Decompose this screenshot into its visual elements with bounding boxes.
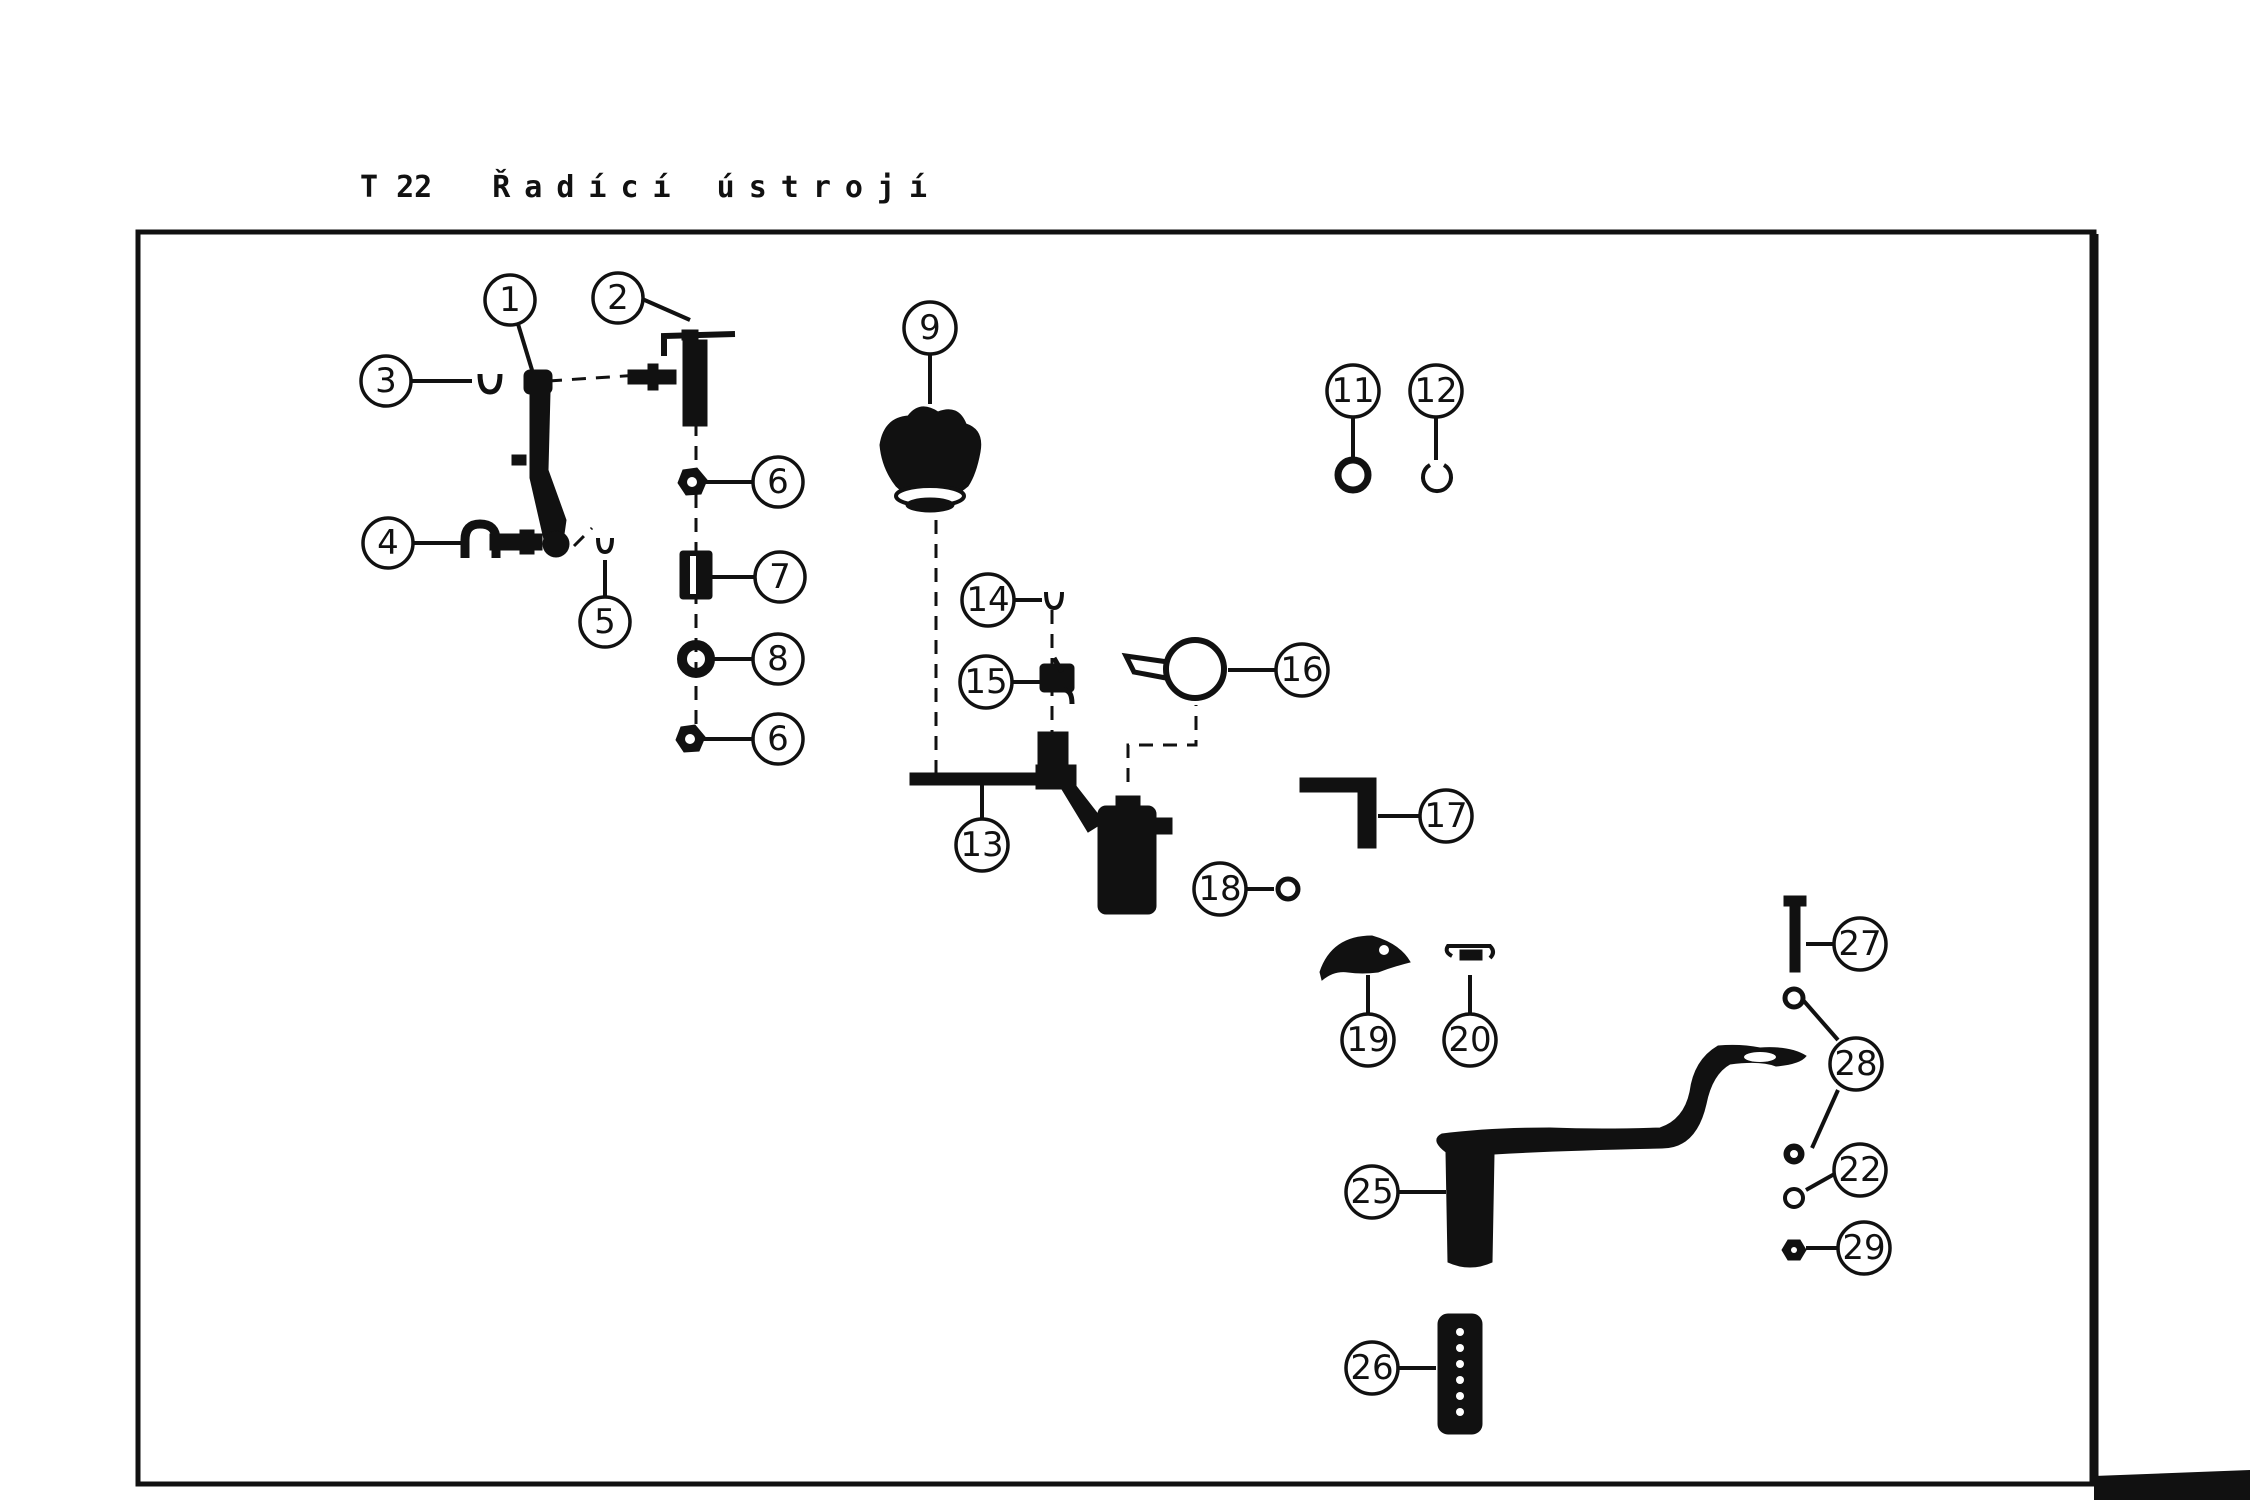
callout-5: 5 — [578, 595, 632, 649]
svg-text:12: 12 — [1414, 371, 1457, 411]
part-6-nut — [675, 467, 708, 753]
callout-13: 13 — [954, 817, 1010, 873]
part-25-gear-pedal — [1436, 1044, 1807, 1268]
callout-26: 26 — [1344, 1340, 1400, 1396]
callout-14: 14 — [960, 572, 1016, 628]
callout-7: 7 — [753, 550, 807, 604]
callout-18: 18 — [1192, 861, 1248, 917]
svg-text:25: 25 — [1350, 1172, 1393, 1212]
callout-20: 20 — [1442, 1012, 1498, 1068]
part-12-circlip — [1421, 463, 1453, 494]
callout-28: 28 — [1828, 1036, 1884, 1092]
svg-text:18: 18 — [1198, 869, 1241, 909]
callout-6a: 6 — [751, 455, 805, 509]
svg-text:14: 14 — [966, 580, 1009, 620]
part-20-spring — [1444, 944, 1495, 961]
part-28-washer — [1782, 986, 1806, 1165]
callout-6b: 6 — [751, 712, 805, 766]
part-2-bracket-pin — [627, 329, 736, 427]
svg-text:6: 6 — [767, 719, 789, 759]
svg-text:15: 15 — [964, 662, 1007, 702]
page-edge-shadow — [2094, 1470, 2250, 1500]
svg-text:6: 6 — [767, 462, 789, 502]
svg-text:4: 4 — [377, 523, 399, 563]
callout-3: 3 — [359, 354, 413, 408]
part-14-clip — [1044, 591, 1064, 611]
part-11-washer — [1334, 456, 1372, 494]
callout-16: 16 — [1274, 642, 1330, 698]
callout-17: 17 — [1418, 788, 1474, 844]
part-26-pedal-rubber — [1437, 1313, 1483, 1435]
svg-text:13: 13 — [960, 825, 1003, 865]
part-5-clip — [596, 537, 614, 555]
callout-12: 12 — [1408, 363, 1464, 419]
part-1-shift-lever — [511, 369, 570, 558]
callout-2: 2 — [591, 271, 645, 325]
svg-text:17: 17 — [1424, 796, 1467, 836]
part-9-knob — [879, 406, 982, 513]
part-19-pawl — [1319, 935, 1411, 981]
callout-9: 9 — [902, 300, 958, 356]
svg-text:26: 26 — [1350, 1348, 1393, 1388]
callout-22: 22 — [1832, 1142, 1888, 1198]
part-16-spring-ring — [1121, 637, 1227, 701]
part-7-bushing — [679, 550, 713, 600]
svg-text:22: 22 — [1838, 1150, 1881, 1190]
part-4-clevis — [460, 519, 543, 558]
callout-27: 27 — [1832, 916, 1888, 972]
callout-29: 29 — [1836, 1220, 1892, 1276]
part-15-clamp — [1039, 656, 1075, 705]
callout-11: 11 — [1325, 363, 1381, 419]
part-29-nut — [1781, 1239, 1807, 1261]
page-header: T 22 Řadící ústrojí — [360, 170, 941, 205]
part-3-clip — [477, 373, 503, 395]
svg-text:8: 8 — [767, 639, 789, 679]
svg-text:27: 27 — [1838, 924, 1881, 964]
svg-text:1: 1 — [499, 280, 521, 320]
svg-text:16: 16 — [1280, 650, 1323, 690]
figure-title: Řadící ústrojí — [492, 170, 942, 205]
callout-4: 4 — [361, 516, 415, 570]
part-8-washer — [677, 640, 715, 678]
svg-text:9: 9 — [919, 308, 941, 348]
callout-15: 15 — [958, 654, 1014, 710]
figure-code: T 22 — [360, 170, 433, 205]
callout-8: 8 — [751, 632, 805, 686]
svg-text:19: 19 — [1346, 1020, 1389, 1060]
svg-text:5: 5 — [594, 602, 616, 642]
part-22-washer — [1783, 1187, 1805, 1209]
svg-text:29: 29 — [1842, 1228, 1885, 1268]
part-17-pin — [1299, 777, 1377, 849]
part-13-shift-shaft — [909, 731, 1173, 915]
callout-19: 19 — [1340, 1012, 1396, 1068]
callout-1: 1 — [483, 273, 537, 327]
svg-text:2: 2 — [607, 278, 629, 318]
svg-text:3: 3 — [375, 361, 397, 401]
svg-text:20: 20 — [1448, 1020, 1491, 1060]
svg-text:28: 28 — [1834, 1044, 1877, 1084]
svg-text:7: 7 — [769, 557, 791, 597]
leader-lines — [412, 296, 1840, 1370]
part-18-washer — [1275, 876, 1301, 902]
part-27-bolt — [1783, 895, 1807, 973]
callout-25: 25 — [1344, 1164, 1400, 1220]
svg-text:11: 11 — [1331, 371, 1374, 411]
